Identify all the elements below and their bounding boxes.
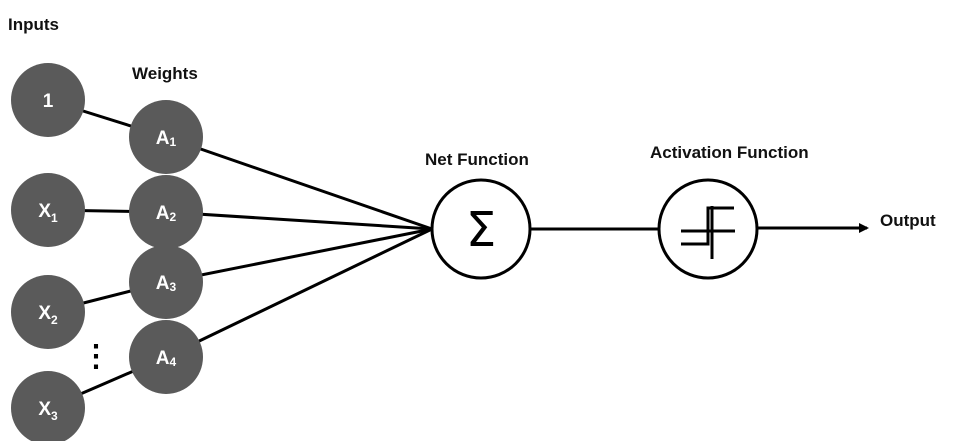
edge-weight-4-to-net <box>165 227 433 359</box>
input-node-x1: X1 <box>11 173 85 247</box>
input-nodes: 1 X1 X2 X3 <box>11 63 85 441</box>
svg-text:1: 1 <box>43 91 54 112</box>
net-function-heading: Net Function <box>425 150 529 169</box>
activation-function-node <box>657 178 759 280</box>
svg-text:A3: A3 <box>156 273 177 294</box>
sigma-icon: Σ <box>466 202 496 258</box>
svg-text:A2: A2 <box>156 203 177 224</box>
edge-weight-1-to-net <box>165 135 433 231</box>
step-function-icon <box>681 206 735 259</box>
svg-text:X2: X2 <box>38 303 58 327</box>
svg-text:A1: A1 <box>156 128 177 149</box>
input-node-x2: X2 <box>11 275 85 349</box>
weight-nodes: A1 A2 A3 A4 <box>129 100 203 394</box>
activation-function-heading: Activation Function <box>650 143 809 162</box>
weight-node-a3: A3 <box>129 245 203 319</box>
weights-heading: Weights <box>132 64 198 83</box>
edge-weight-2-to-net <box>165 210 433 231</box>
weight-node-a1: A1 <box>129 100 203 174</box>
inputs-heading: Inputs <box>8 15 59 34</box>
svg-text:X3: X3 <box>38 399 58 423</box>
svg-text:A4: A4 <box>156 348 177 369</box>
ellipsis: ⋮ <box>81 340 111 373</box>
input-node-1: 1 <box>11 63 85 137</box>
weight-node-a2: A2 <box>129 175 203 249</box>
net-function-node: Σ <box>430 178 532 280</box>
input-node-x3: X3 <box>11 371 85 441</box>
edge-weight-3-to-net <box>165 227 433 284</box>
svg-text:X1: X1 <box>38 201 58 225</box>
output-label: Output <box>880 211 936 230</box>
weight-node-a4: A4 <box>129 320 203 394</box>
